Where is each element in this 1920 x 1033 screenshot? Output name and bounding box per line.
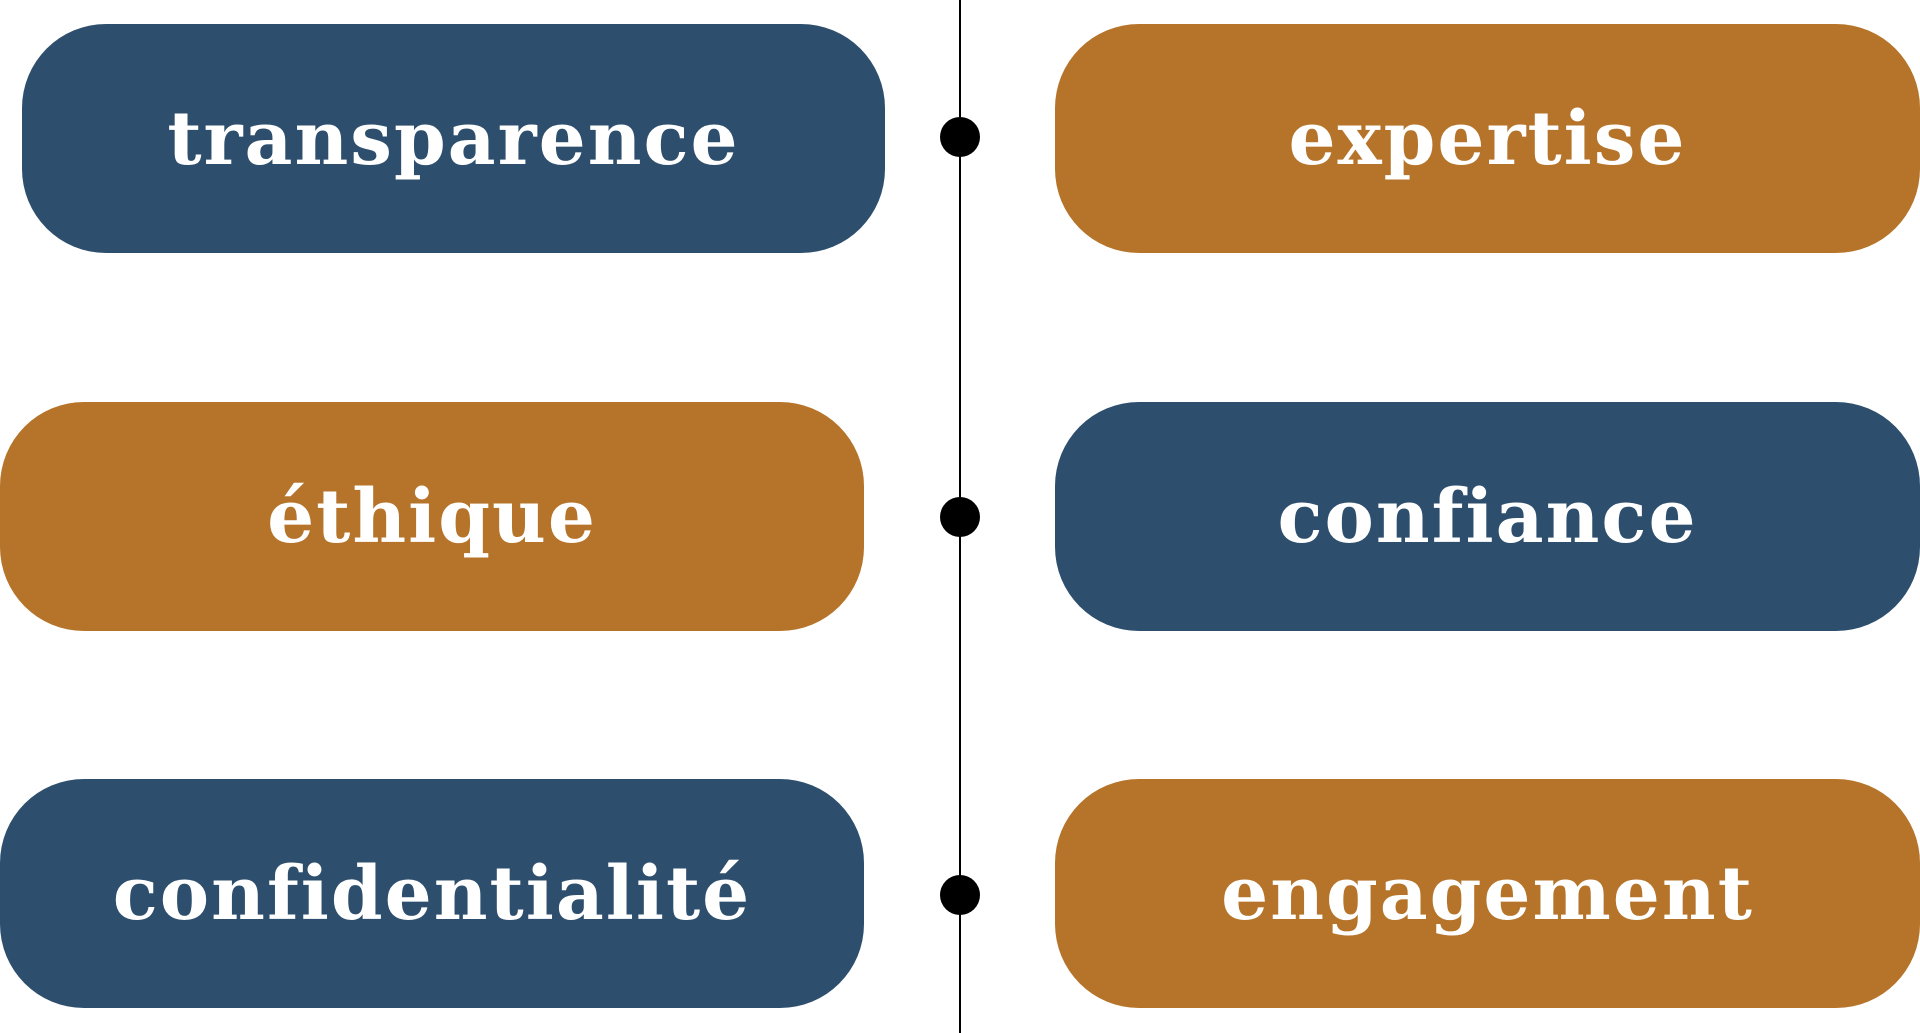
value-box-confidentialite: confidentialité xyxy=(0,779,864,1008)
timeline-dot xyxy=(940,875,980,915)
value-box-transparence: transparence xyxy=(22,24,885,253)
value-label: transparence xyxy=(167,95,740,182)
value-label: engagement xyxy=(1221,850,1754,937)
value-box-engagement: engagement xyxy=(1055,779,1920,1008)
value-label: éthique xyxy=(267,473,597,560)
value-box-expertise: expertise xyxy=(1055,24,1920,253)
value-label: confidentialité xyxy=(112,850,752,937)
timeline-dot xyxy=(940,497,980,537)
value-label: expertise xyxy=(1288,95,1687,182)
value-label: confiance xyxy=(1277,473,1698,560)
timeline-dot xyxy=(940,117,980,157)
value-box-confiance: confiance xyxy=(1055,402,1920,631)
value-box-ethique: éthique xyxy=(0,402,864,631)
